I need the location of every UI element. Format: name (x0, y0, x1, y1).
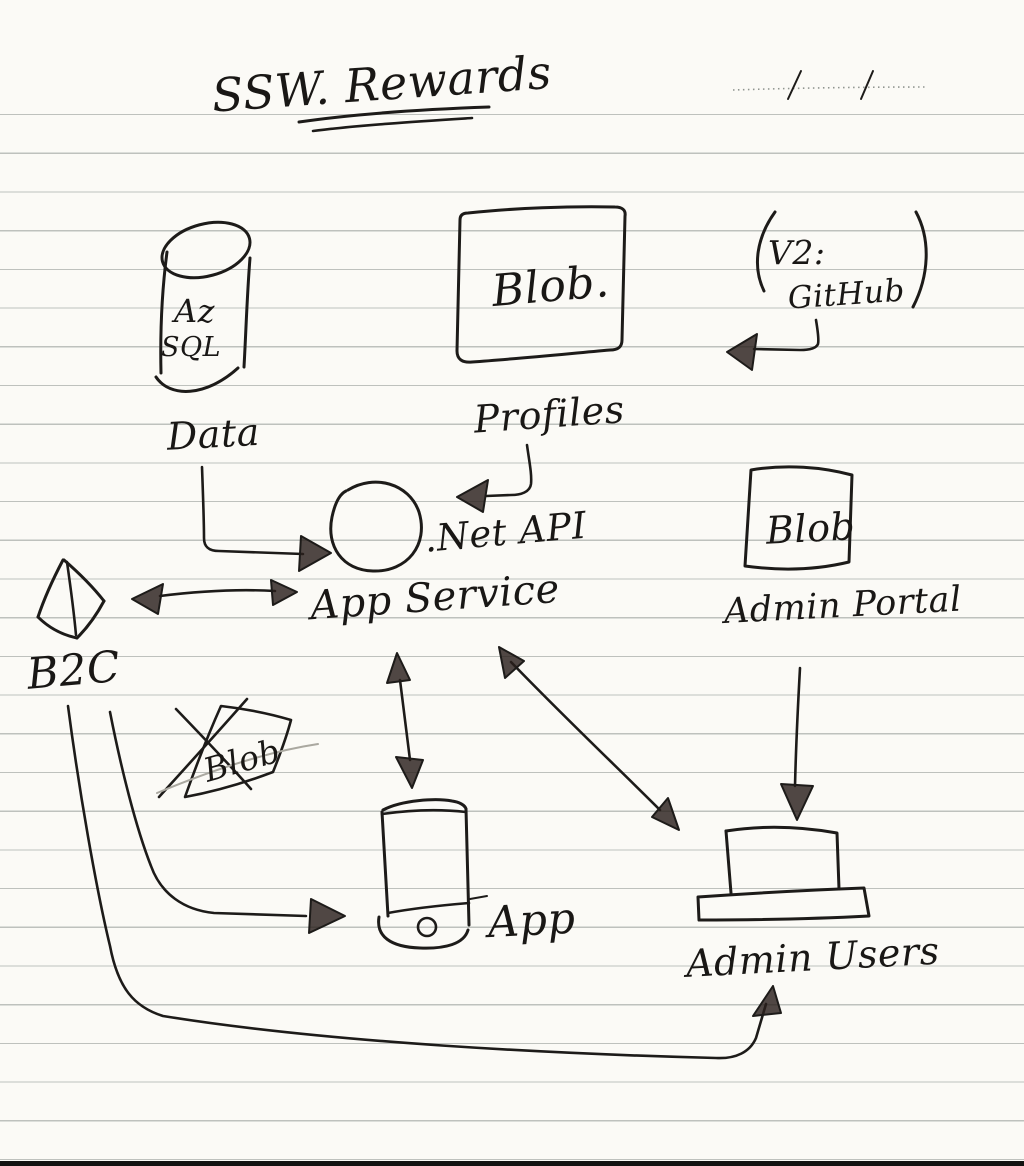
arrowhead (298, 535, 332, 572)
app-service-text: App Service (305, 566, 562, 630)
home-button (416, 916, 438, 938)
az-sql-text-line2: SQL (161, 332, 221, 363)
admin-portal-caption: Admin Portal (720, 580, 963, 633)
az-sql-text-line1: Az (171, 292, 216, 330)
az-sql-caption: Data (165, 410, 261, 459)
arrowhead (780, 783, 814, 821)
laptop-sketch: Admin Users (682, 825, 941, 986)
crossed-blob-box: Blob (156, 697, 319, 799)
date-field (732, 70, 928, 100)
profiles-caption: Profiles (471, 387, 626, 441)
dotnet-api-text: .Net API (423, 504, 590, 561)
dotnet-api-circle: .Net API App Service (305, 480, 590, 630)
arrow-b2c-to-admin-users (66, 704, 782, 1060)
arrow-github-left (726, 318, 820, 371)
arrowhead (651, 797, 680, 831)
phone-caption: App (483, 894, 577, 949)
profiles-blob-box: Blob. Profiles (455, 205, 627, 442)
cross-stroke (174, 707, 253, 791)
arrowhead (308, 898, 346, 934)
arrowhead (752, 985, 782, 1017)
admin-portal-blob-text: Blob (764, 504, 856, 553)
github-note: V2: GitHub (756, 210, 928, 317)
arrow-data-to-api (200, 465, 332, 572)
arrowhead (270, 579, 298, 606)
arrow-profiles-to-api (456, 443, 533, 513)
arrow-app-service-admin (498, 646, 680, 831)
scan-bottom-shadow (0, 1161, 1024, 1166)
arrow-b2c-to-app (108, 710, 346, 934)
github-text-line1: V2: (768, 233, 825, 272)
github-text-line2: GitHub (787, 273, 906, 317)
arrow-admin-portal-laptop (780, 666, 814, 821)
b2c-text: B2C (24, 642, 122, 700)
open-paren (756, 210, 777, 293)
arrow-b2c-app-service (131, 579, 298, 615)
arrow-app-service-phone (386, 652, 424, 789)
title-underline-2 (311, 116, 474, 133)
page-title: SSW. Rewards (210, 45, 553, 123)
az-sql-cylinder: Az SQL Data (154, 220, 261, 459)
arrowhead (386, 652, 411, 684)
arrowhead (456, 479, 489, 513)
title-underline (297, 105, 491, 124)
phone-sketch: App (377, 798, 577, 950)
arrowhead (395, 756, 424, 789)
laptop-caption: Admin Users (682, 929, 941, 986)
arrowhead (131, 583, 164, 615)
profiles-blob-text: Blob. (489, 256, 612, 317)
cross-squiggle (156, 743, 319, 794)
arrowhead (498, 646, 525, 679)
arrowhead (726, 333, 758, 371)
admin-portal-blob-box: Blob Admin Portal (720, 465, 963, 633)
b2c-pyramid: B2C (24, 558, 122, 700)
cross-stroke (157, 697, 249, 799)
close-paren (911, 210, 928, 309)
